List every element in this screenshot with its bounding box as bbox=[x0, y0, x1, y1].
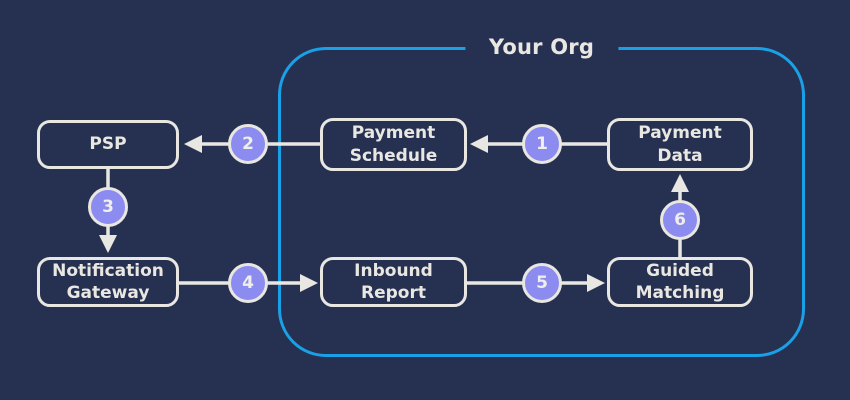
step-1-number: 1 bbox=[536, 134, 548, 154]
arrow-5-head-right-icon bbox=[587, 274, 605, 292]
arrow-1-head-left-icon bbox=[470, 135, 488, 153]
step-badge-2: 2 bbox=[228, 124, 268, 164]
step-badge-3: 3 bbox=[88, 187, 128, 227]
node-psp-label: PSP bbox=[89, 134, 127, 155]
node-payment-schedule-label: Payment Schedule bbox=[349, 123, 438, 166]
node-guided-matching-label: Guided Matching bbox=[635, 260, 725, 303]
arrow-2-head-left-icon bbox=[184, 135, 202, 153]
step-6-number: 6 bbox=[674, 210, 686, 230]
your-org-boundary: Your Org bbox=[278, 33, 805, 357]
node-payment-schedule: Payment Schedule bbox=[320, 118, 467, 171]
step-4-number: 4 bbox=[242, 273, 254, 293]
step-badge-5: 5 bbox=[522, 263, 562, 303]
step-badge-4: 4 bbox=[228, 263, 268, 303]
node-inbound-report: Inbound Report bbox=[320, 257, 467, 307]
node-guided-matching: Guided Matching bbox=[607, 257, 753, 307]
arrow-3-head-down-icon bbox=[99, 235, 117, 253]
arrow-6-head-up-icon bbox=[671, 174, 689, 192]
step-badge-1: 1 bbox=[522, 124, 562, 164]
node-inbound-report-label: Inbound Report bbox=[354, 260, 433, 303]
node-psp: PSP bbox=[37, 120, 179, 169]
step-badge-6: 6 bbox=[660, 200, 700, 240]
node-payment-data-label: Payment Data bbox=[638, 123, 722, 166]
step-5-number: 5 bbox=[536, 273, 548, 293]
step-3-number: 3 bbox=[102, 197, 114, 217]
node-payment-data: Payment Data bbox=[607, 118, 753, 171]
node-notification-gateway-label: Notification Gateway bbox=[52, 260, 164, 303]
your-org-label: Your Org bbox=[464, 33, 619, 61]
node-notification-gateway: Notification Gateway bbox=[37, 257, 179, 307]
step-2-number: 2 bbox=[242, 134, 254, 154]
arrow-4-head-right-icon bbox=[300, 274, 318, 292]
